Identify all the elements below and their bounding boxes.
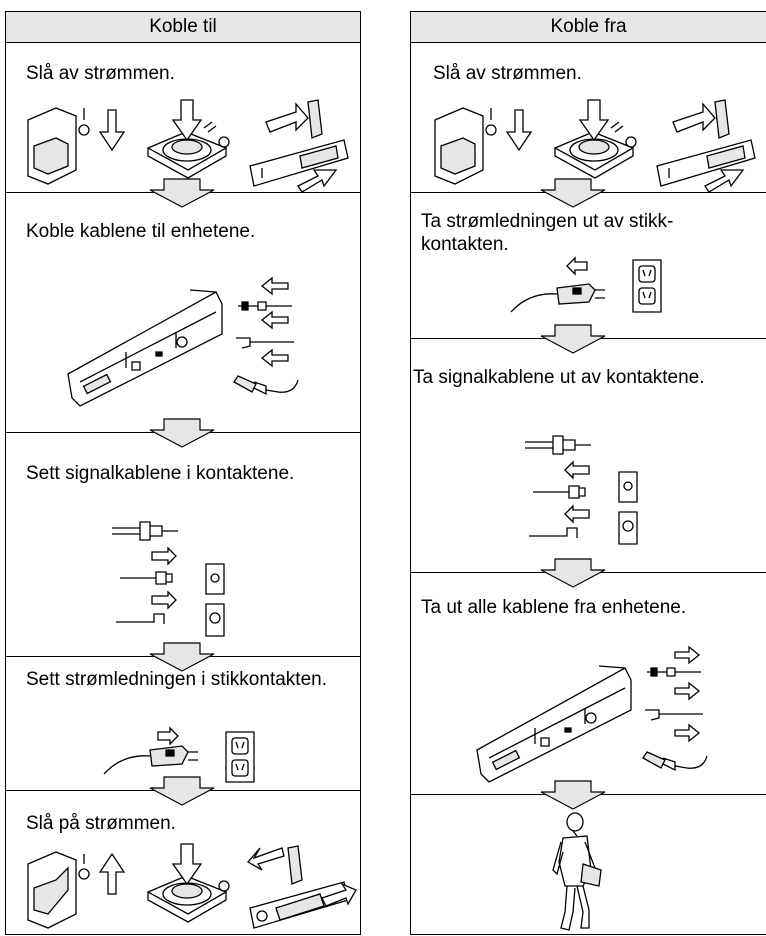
- step-connect-cables-text: Koble kablene til enhetene.: [26, 221, 256, 242]
- laptop-ports-icon: [66, 262, 306, 412]
- step-power-cord-out-text: Ta strømledningen ut av stikk- kontakten…: [421, 211, 674, 255]
- power-on-illustration: [26, 838, 356, 932]
- power-off-illustration: [433, 100, 763, 190]
- connect-column: Koble til Slå av strømmen.: [5, 11, 361, 935]
- step-power-off-text: Slå av strømmen.: [433, 63, 582, 84]
- person-walking-icon: [543, 812, 613, 934]
- power-plug-icon: [509, 248, 679, 328]
- down-arrow-icon: [540, 780, 606, 810]
- down-arrow-icon: [540, 324, 606, 354]
- step-power-on-text: Slå på strømmen.: [26, 813, 176, 834]
- signal-cables-icon: [112, 512, 252, 642]
- disconnect-header: Koble fra: [411, 12, 766, 43]
- power-switch-icon: [435, 108, 531, 184]
- connect-header: Koble til: [6, 12, 360, 43]
- rocker-switch-icon: [248, 846, 356, 928]
- power-switch-icon: [28, 108, 124, 184]
- down-arrow-icon: [149, 776, 215, 806]
- step-remove-all-cables-text: Ta ut alle kablene fra enhetene.: [421, 597, 687, 618]
- power-plug-icon: [102, 712, 272, 792]
- down-arrow-icon: [149, 178, 215, 208]
- rocker-switch-icon: [250, 100, 348, 192]
- down-arrow-icon: [540, 178, 606, 208]
- down-arrow-icon: [540, 558, 606, 588]
- power-button-icon: [555, 100, 636, 178]
- rocker-switch-icon: [657, 100, 755, 192]
- step-power-off-text: Slå av strømmen.: [26, 63, 175, 84]
- power-button-icon: [148, 844, 229, 922]
- down-arrow-icon: [149, 418, 215, 448]
- down-arrow-icon: [149, 642, 215, 672]
- cable-arrows: [234, 278, 298, 394]
- step-power-cord-in-text: Sett strømledningen i stikkontakten.: [26, 669, 327, 690]
- cable-arrows: [643, 647, 707, 770]
- power-off-illustration: [26, 100, 356, 190]
- power-button-icon: [148, 100, 229, 178]
- signal-cables-icon: [525, 426, 665, 556]
- power-switch-icon: [28, 852, 124, 928]
- disconnect-column: Koble fra Slå av strømmen.: [410, 11, 766, 935]
- laptop-ports-icon: [475, 638, 715, 788]
- step-signal-cables-out-text: Ta signalkablene ut av kontaktene.: [413, 367, 705, 388]
- step-signal-cables-in-text: Sett signalkablene i kontaktene.: [26, 463, 295, 484]
